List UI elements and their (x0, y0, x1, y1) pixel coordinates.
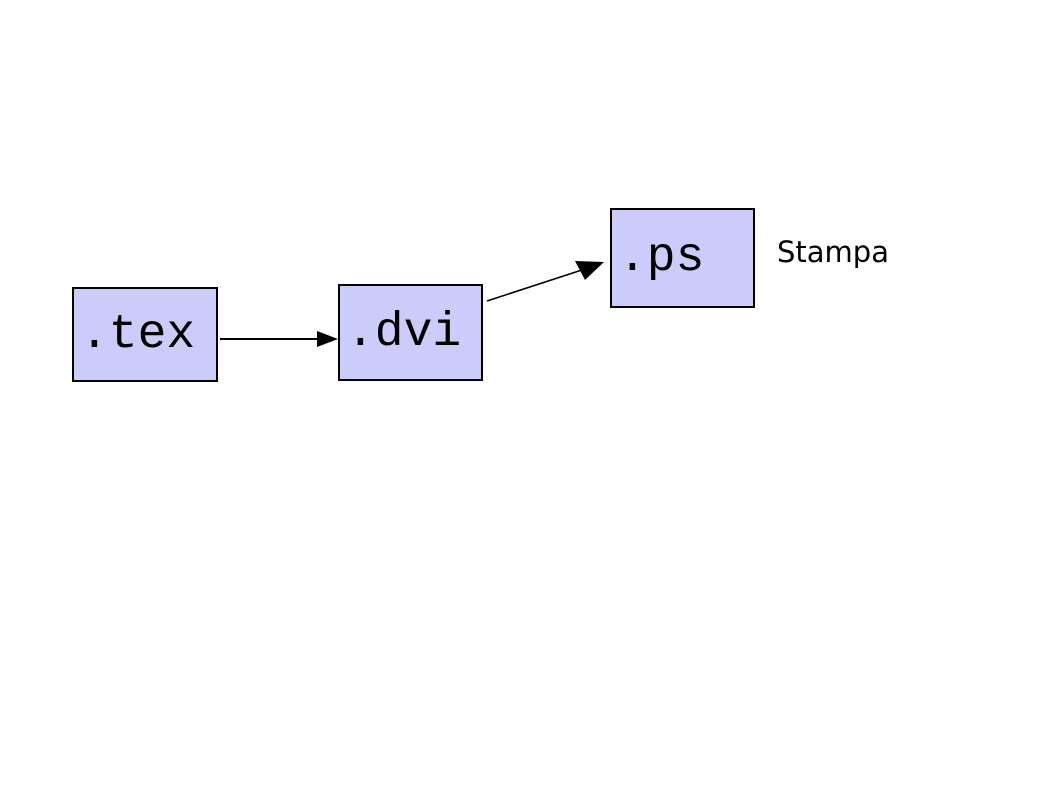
annotation-stampa: Stampa (777, 235, 889, 269)
node-tex[interactable]: .tex (72, 287, 218, 382)
edge-dvi-to-ps (486, 261, 604, 302)
node-ps-label: .ps (618, 231, 705, 285)
node-dvi-label: .dvi (346, 305, 462, 360)
node-tex-label: .tex (80, 307, 196, 362)
arrowhead-tex-to-dvi (317, 331, 338, 347)
node-ps[interactable]: .ps (610, 208, 755, 308)
edge-tex-to-dvi (220, 331, 338, 347)
edge-line-dvi-to-ps (486, 267, 589, 302)
arrowhead-dvi-to-ps (575, 261, 604, 280)
node-dvi[interactable]: .dvi (338, 284, 483, 381)
